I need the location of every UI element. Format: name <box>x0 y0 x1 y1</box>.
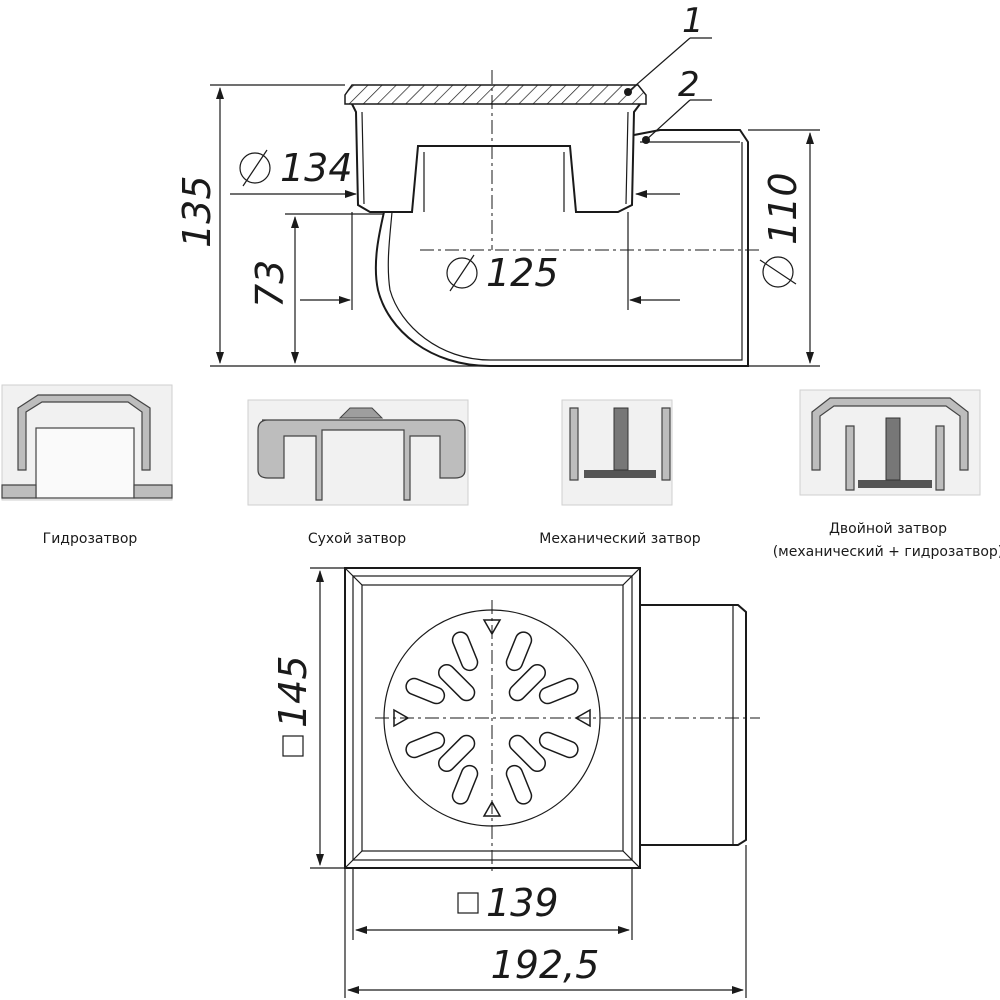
dim-145: 145 <box>271 655 315 728</box>
diameter-symbol-125 <box>446 254 478 292</box>
side-view: 1 2 134 125 135 73 110 <box>175 1 820 367</box>
square-symbol-139 <box>457 892 479 914</box>
seal-label-double: Двойной затвор <box>829 521 947 537</box>
outlet-pipe <box>374 129 749 367</box>
dim-135: 135 <box>175 175 219 248</box>
dim-134: 134 <box>280 146 353 190</box>
leader-1 <box>627 37 691 93</box>
dim-192-5: 192,5 <box>491 943 600 987</box>
dim-125: 125 <box>486 251 559 295</box>
top-view: 145 139 192,5 <box>271 567 760 998</box>
outlet-pipe-inner <box>387 141 743 361</box>
top-outlet-pipe <box>640 604 747 846</box>
seal-label-dry: Сухой затвор <box>308 531 406 547</box>
body-cup <box>351 103 641 213</box>
seal-label-mechanical: Механический затвор <box>539 531 700 547</box>
seal-panel-hydro <box>1 384 173 501</box>
diameter-symbol-134 <box>239 149 271 187</box>
dim-139: 139 <box>486 881 559 925</box>
dim-73: 73 <box>248 260 292 308</box>
callout-1: 1 <box>682 1 704 41</box>
seal-panel-double <box>799 389 981 496</box>
dim-110: 110 <box>761 172 805 245</box>
seal-panel-dry <box>247 399 469 506</box>
callout-2: 2 <box>678 65 700 105</box>
seal-panel-mechanical <box>561 399 673 506</box>
leader-2 <box>645 99 691 141</box>
callout-dot-1 <box>624 88 632 96</box>
callout-dot-2 <box>642 136 650 144</box>
seal-label-hydro: Гидрозатвор <box>43 531 138 547</box>
grate-flange <box>344 84 647 105</box>
square-symbol-145 <box>282 735 304 757</box>
grate-slots <box>393 619 591 817</box>
diameter-symbol-110 <box>759 256 797 288</box>
seal-label-double-detail: (механический + гидрозатвор) <box>773 544 1000 560</box>
body-inner-wall <box>361 111 629 212</box>
